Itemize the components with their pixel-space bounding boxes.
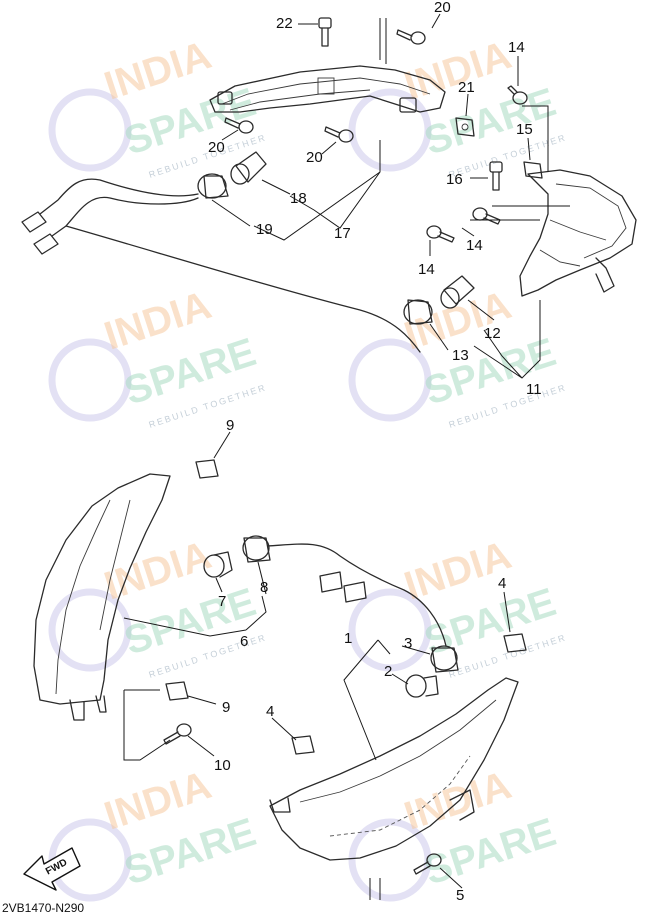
leader-lines [123, 13, 570, 900]
callout-8: 8 [260, 579, 268, 596]
diagram-code: 2VB1470-N290 [2, 901, 84, 915]
connector-front-b [343, 581, 367, 603]
callout-12: 12 [484, 325, 501, 342]
bulb-18 [230, 151, 267, 185]
callout-21: 21 [458, 79, 475, 96]
bracket-detail [229, 89, 371, 111]
connector-left-lower [33, 233, 59, 255]
screw-14-lower-left [426, 225, 455, 243]
fwd-arrow-icon: FWD [23, 847, 81, 891]
watermark-wrench-icon [48, 588, 132, 672]
nut-9-bottom [165, 681, 189, 701]
watermark-wrench-icon [48, 338, 132, 422]
callout-14-low: 14 [418, 261, 435, 278]
watermark-wrench-icon [348, 588, 432, 672]
callout-20-mid: 20 [306, 149, 323, 166]
callout-9-top: 9 [226, 417, 234, 434]
callout-17: 17 [334, 225, 351, 242]
callout-4-left: 4 [266, 703, 274, 720]
callout-2: 2 [384, 663, 392, 680]
watermark-wrench-icon [348, 338, 432, 422]
nut-15 [523, 161, 543, 179]
callout-20-top: 20 [434, 0, 451, 16]
flasher-housing-left [33, 473, 171, 721]
nut-4-left [291, 735, 315, 755]
watermark-logo-lower-right: INDIA SPARE REBUILD TOGETHER [348, 533, 568, 680]
nut-9-top [195, 459, 219, 479]
screw-20-mid [324, 126, 354, 143]
watermark-wrench-icon [348, 818, 432, 902]
wire-harness-front [267, 543, 447, 647]
screw-20-top [396, 29, 426, 45]
bulb-12 [440, 275, 475, 309]
callout-16: 16 [446, 171, 463, 188]
upper-assembly [21, 17, 637, 353]
bracket-mount-pad [317, 77, 335, 95]
callout-14-mid: 14 [466, 237, 483, 254]
callout-10: 10 [214, 757, 231, 774]
screw-5 [413, 853, 442, 875]
rubber-damper [217, 91, 233, 105]
connector-front-a [319, 571, 343, 593]
callout-6: 6 [240, 633, 248, 650]
callout-5: 5 [456, 887, 464, 904]
callout-9-bottom: 9 [222, 699, 230, 716]
socket-8 [242, 535, 271, 563]
nut-21 [455, 117, 475, 137]
callout-13: 13 [452, 347, 469, 364]
bracket-detail [221, 77, 431, 105]
bulb-2 [405, 674, 439, 698]
taillight-bracket [209, 65, 446, 113]
callout-7: 7 [218, 593, 226, 610]
watermark-logo-bottom-left: INDIA SPARE [48, 763, 261, 902]
screw-10 [163, 723, 192, 745]
callout-18: 18 [290, 190, 307, 207]
screw-14-top [507, 85, 528, 105]
screw-14-lower-right [472, 207, 501, 225]
screw-20-left [224, 117, 254, 134]
callout-1: 1 [344, 630, 352, 647]
lower-left-assembly [33, 459, 447, 745]
callout-22: 22 [276, 15, 293, 32]
connector-left-upper [21, 211, 47, 233]
callout-3: 3 [404, 635, 412, 652]
wire-harness-long [65, 225, 421, 353]
callout-15: 15 [516, 121, 533, 138]
socket-3 [430, 645, 459, 673]
nut-4-right [503, 633, 527, 653]
flasher-housing-right [269, 677, 519, 861]
callout-14-top: 14 [508, 39, 525, 56]
socket-13 [403, 299, 433, 325]
watermark-logo-top: INDIA SPARE REBUILD TOGETHER [48, 33, 268, 180]
watermark-logo-mid-left: INDIA SPARE REBUILD TOGETHER [48, 283, 268, 430]
callout-4-right: 4 [498, 575, 506, 592]
watermark-wrench-icon [348, 88, 432, 172]
callout-numbers: 22 20 14 21 20 20 15 16 18 19 17 14 14 1… [208, 0, 542, 904]
callout-20-left: 20 [208, 139, 225, 156]
taillight-housing [519, 169, 637, 297]
bolt-22 [318, 17, 332, 47]
socket-19 [197, 173, 229, 199]
watermark-logo-bottom-right: INDIA SPARE [348, 763, 561, 902]
rubber-damper [399, 97, 417, 113]
lower-right-assembly [269, 633, 527, 875]
bulb-7 [203, 551, 233, 578]
bolt-16 [489, 161, 503, 191]
wire-harness-left [51, 196, 199, 237]
callout-11: 11 [526, 381, 542, 398]
wire-harness-left [39, 178, 199, 215]
watermark-wrench-icon [48, 88, 132, 172]
callout-19: 19 [256, 221, 273, 238]
